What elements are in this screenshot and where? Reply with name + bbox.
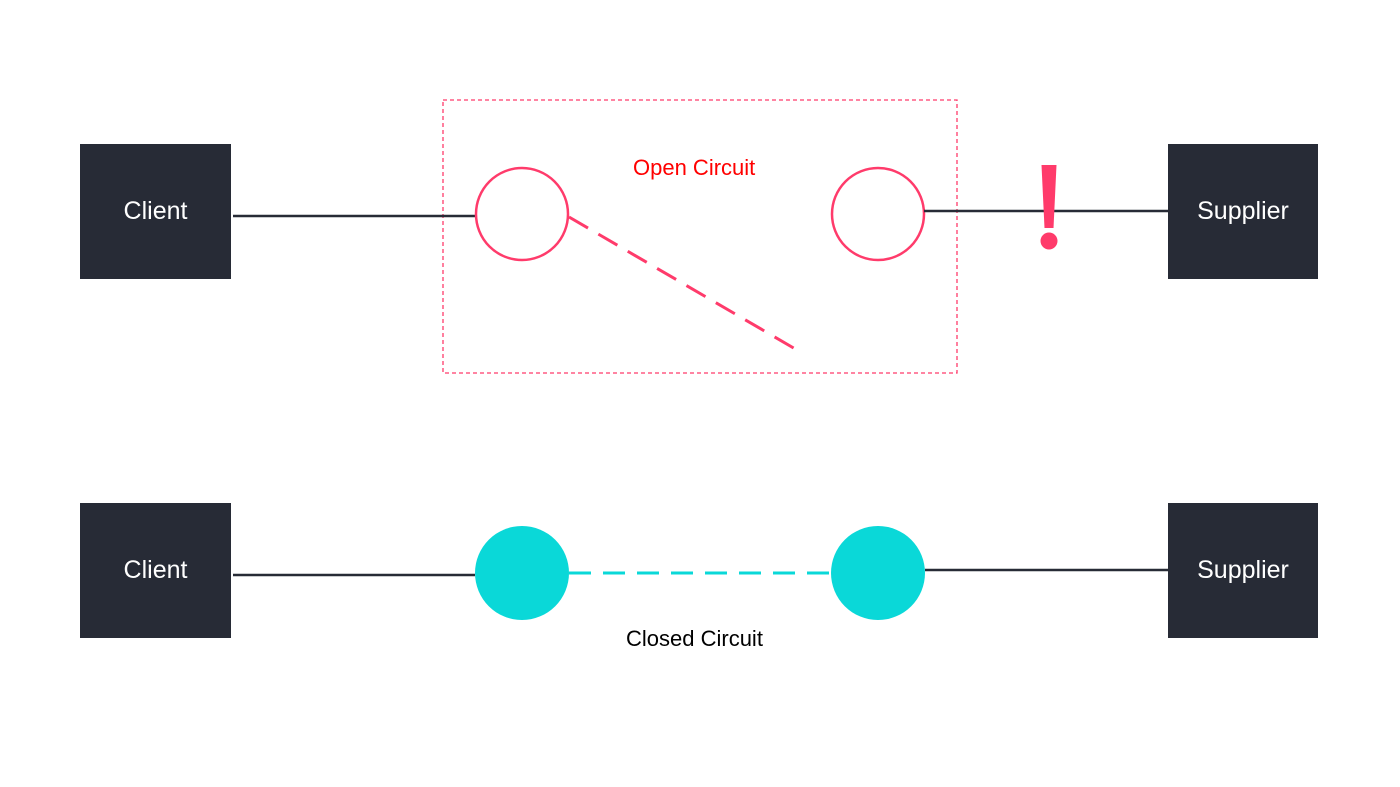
closed-supplier-node: Supplier — [1168, 503, 1318, 638]
closed-supplier-label: Supplier — [1197, 556, 1289, 584]
open-left-contact — [474, 166, 570, 262]
closed-right-contact — [831, 526, 925, 620]
open-supplier-node: Supplier — [1168, 144, 1318, 279]
closed-client-node: Client — [80, 503, 231, 638]
closed-circuit-label: Closed Circuit — [626, 626, 763, 651]
closed-client-label: Client — [123, 556, 188, 584]
open-switch-lever — [568, 215, 798, 352]
open-circuit-label: Open Circuit — [633, 155, 756, 180]
closed-left-contact — [475, 526, 569, 620]
open-supplier-label: Supplier — [1197, 197, 1289, 225]
exclamation-icon — [1040, 165, 1058, 250]
open-right-contact — [830, 166, 926, 262]
open-circuit-frame — [442, 99, 958, 374]
open-client-label: Client — [123, 197, 188, 225]
open-client-node: Client — [80, 144, 231, 279]
